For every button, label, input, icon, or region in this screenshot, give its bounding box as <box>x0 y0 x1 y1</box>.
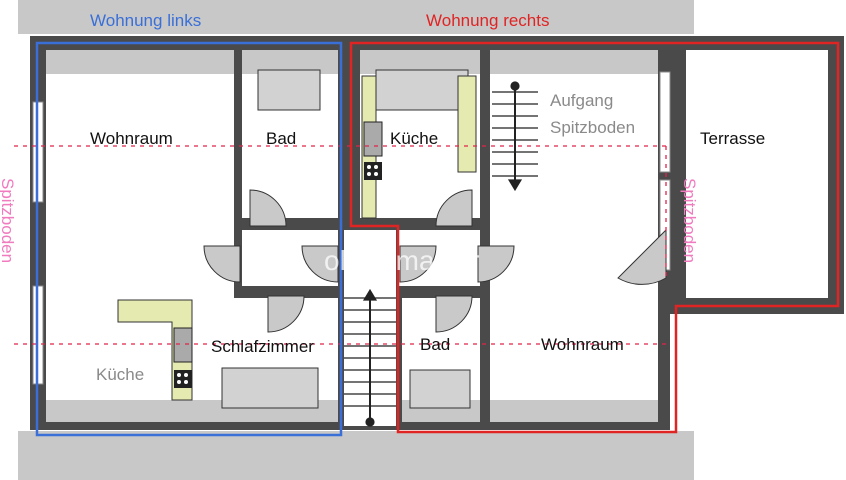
bed-bedroom <box>221 367 319 409</box>
label-bath-lower: Bad <box>420 335 450 354</box>
stove-icon <box>173 327 193 388</box>
eaves-top <box>18 0 694 34</box>
stove-icon <box>363 121 383 180</box>
attic-lines <box>14 145 670 345</box>
outline-right-apartment <box>349 41 840 434</box>
label-right-apartment: Wohnung rechts <box>426 11 549 30</box>
bathtub-lower <box>409 369 471 409</box>
label-kitchen-left: Küche <box>96 365 144 384</box>
outline-left-apartment <box>35 41 343 437</box>
label-stair-attic-1: Aufgang <box>550 91 613 110</box>
watermark: ohne-makler <box>324 245 480 276</box>
room-terrace <box>686 50 828 298</box>
bathtub-kitchen <box>375 69 469 111</box>
label-living-left: Wohnraum <box>90 129 173 148</box>
label-bath-upper: Bad <box>266 129 296 148</box>
label-attic-right: Spitzboden <box>680 178 699 263</box>
attic-stair <box>492 81 538 192</box>
label-stair-attic-2: Spitzboden <box>550 118 635 137</box>
label-terrace: Terrasse <box>700 129 765 148</box>
label-kitchen-upper: Küche <box>390 129 438 148</box>
doors <box>203 189 667 333</box>
fixtures <box>221 69 471 409</box>
bathtub-upper <box>257 69 321 111</box>
terrace-window <box>659 71 671 173</box>
eaves-bottom <box>18 431 694 480</box>
label-attic-left: Spitzboden <box>0 178 17 263</box>
main-stair <box>344 288 396 427</box>
label-living-right: Wohnraum <box>541 335 624 354</box>
label-left-apartment: Wohnung links <box>90 11 201 30</box>
label-bedroom: Schlafzimmer <box>211 337 314 356</box>
